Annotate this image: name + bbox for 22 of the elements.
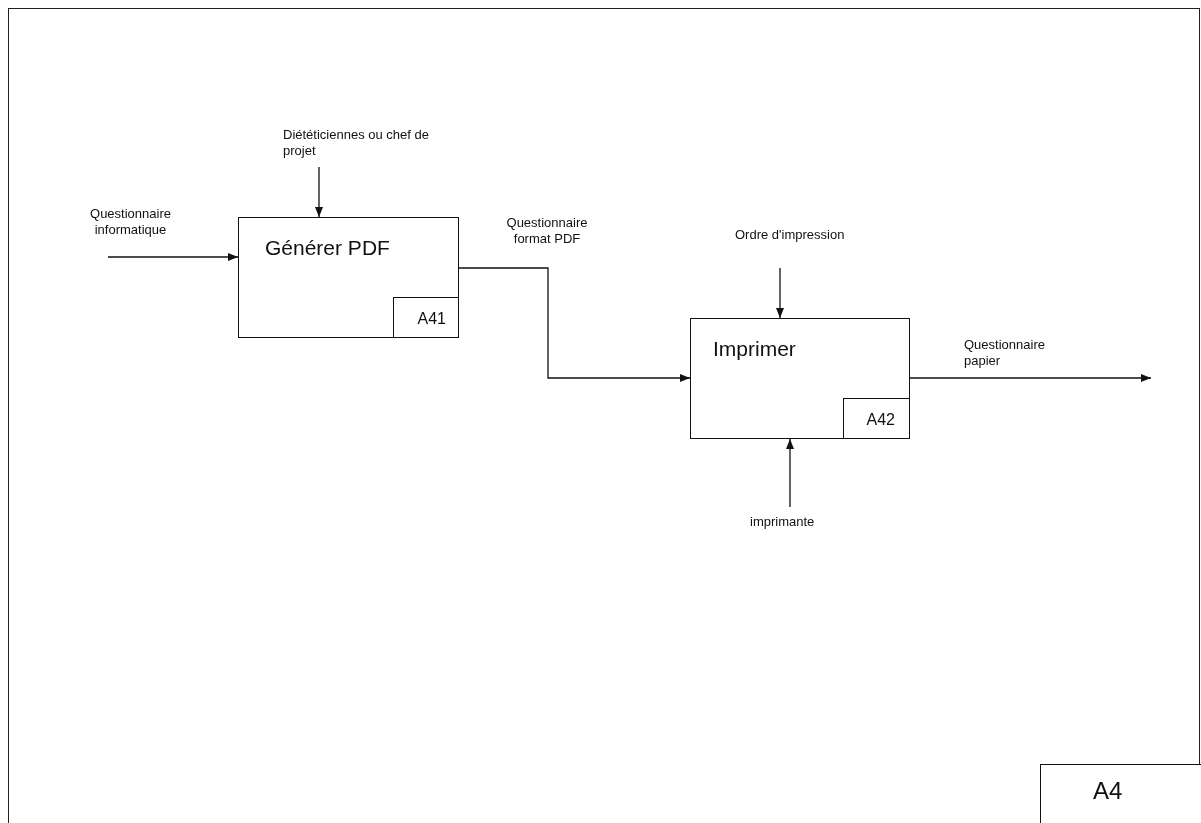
arrow — [315, 166, 323, 218]
arrow-label: Diététiciennes ou chef de projet — [283, 127, 430, 159]
activity-box — [690, 318, 910, 439]
activity-label: Imprimer — [713, 337, 796, 361]
node-number: A41 — [417, 309, 446, 328]
arrow — [107, 253, 239, 261]
activity-box — [238, 217, 459, 338]
arrow — [776, 267, 784, 319]
arrow-label: Ordre d'impression — [735, 227, 846, 243]
node-number-box — [392, 296, 459, 338]
arrow-label: imprimante — [750, 514, 816, 530]
arrow-label: Questionnaire papier — [964, 337, 1046, 369]
node-number: A42 — [866, 410, 895, 429]
activity-label: Générer PDF — [265, 236, 390, 260]
arrow — [458, 267, 691, 382]
arrow-label: Questionnaire format PDF — [505, 215, 589, 247]
arrow — [909, 374, 1152, 382]
arrow — [786, 438, 794, 508]
diagram-number-box — [1040, 764, 1201, 823]
arrow-label: Questionnaire informatique — [89, 206, 172, 238]
node-number-box — [842, 397, 910, 439]
activity-label: A4 — [1093, 777, 1123, 805]
